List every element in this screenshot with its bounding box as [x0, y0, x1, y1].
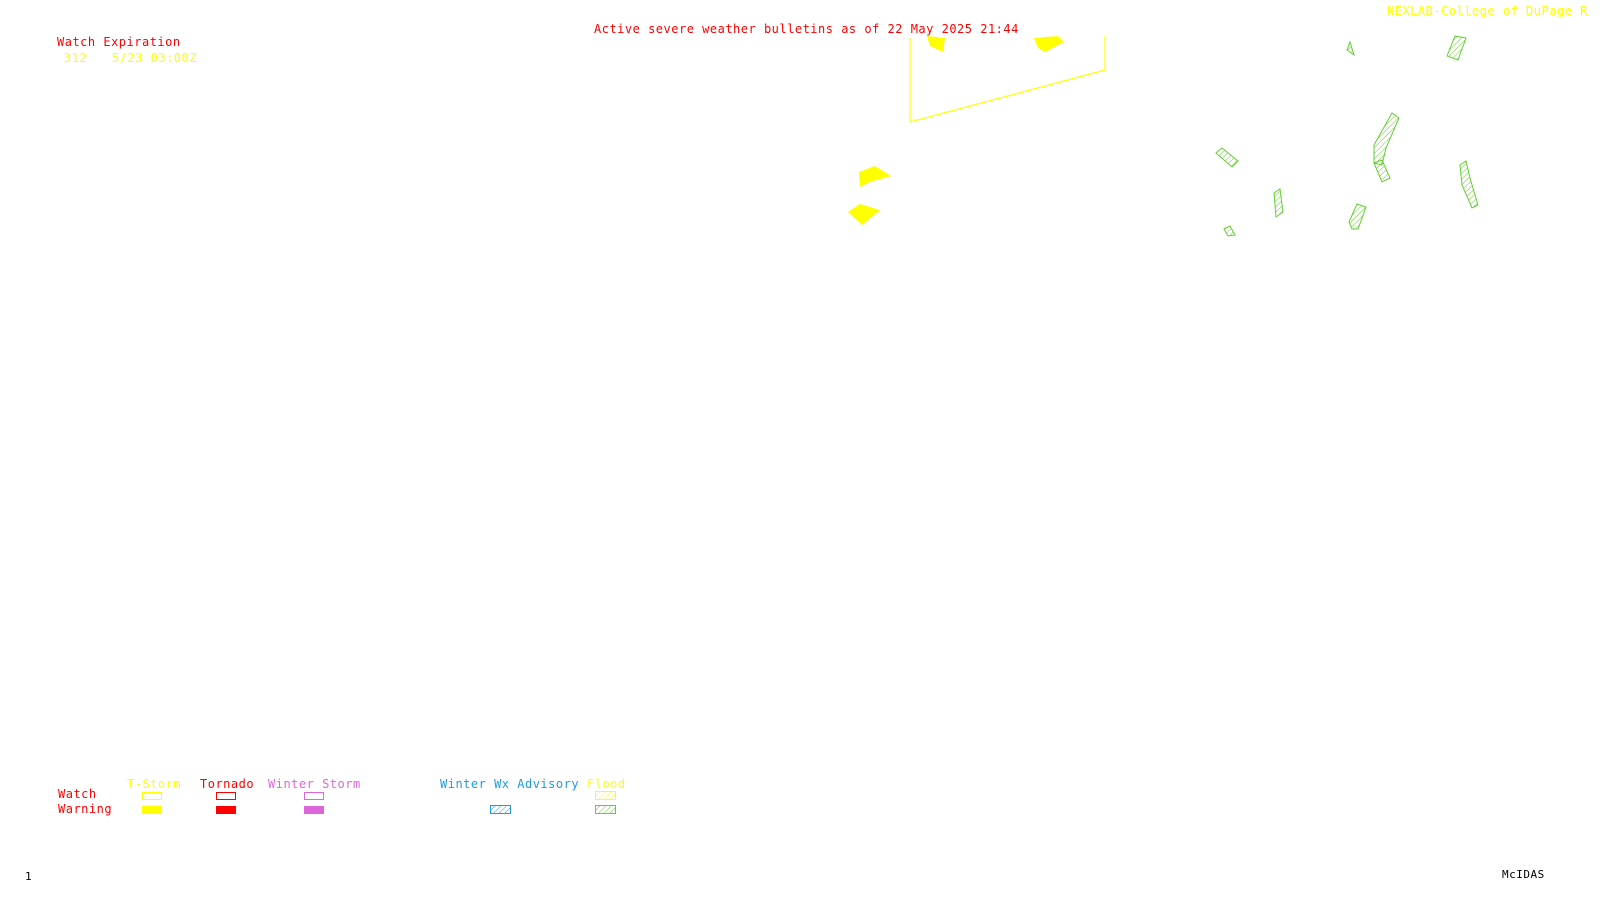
flood-warning-area — [1273, 188, 1284, 218]
frame-number: 1 — [25, 870, 33, 883]
flood-warning-area — [1346, 40, 1355, 57]
legend-watch-label: Watch — [58, 787, 97, 801]
tstorm-warning-area — [1034, 36, 1064, 52]
legend-tornado-label: Tornado — [200, 777, 255, 791]
legend-tstorm-label: T-Storm — [127, 777, 182, 791]
flood-warning-area — [1215, 147, 1239, 168]
legend-tstorm-warning-swatch — [142, 806, 162, 814]
flood-warning-area — [1373, 159, 1391, 183]
legend-tstorm-watch-swatch — [142, 792, 162, 800]
flood-warning-area — [1223, 225, 1236, 237]
legend-flood-watch-swatch — [595, 791, 616, 800]
tstorm-warning-area — [848, 204, 880, 225]
flood-warning-area — [1348, 203, 1367, 230]
legend-flood-warning-swatch — [595, 805, 616, 814]
legend-winter-wx-advisory-swatch — [490, 805, 511, 814]
legend-winter-wx-advisory-label: Winter Wx Advisory — [440, 777, 580, 791]
tstorm-watch-outline — [909, 36, 1106, 123]
software-label: McIDAS — [1502, 868, 1545, 881]
flood-warning-area — [1459, 160, 1479, 209]
credit-label: NEXLAB-College of DuPage R — [1387, 4, 1588, 18]
legend-tornado-warning-swatch — [216, 806, 236, 814]
flood-warning-area — [1373, 112, 1400, 166]
legend-flood-label: Flood — [587, 777, 626, 791]
legend-winter-storm-label: Winter Storm — [268, 777, 361, 791]
legend-tornado-watch-swatch — [216, 792, 236, 800]
legend-winter-storm-watch-swatch — [304, 792, 324, 800]
tstorm-warning-area — [927, 36, 945, 52]
bulletin-title: Active severe weather bulletins as of 22… — [594, 22, 1019, 36]
legend-winter-storm-warning-swatch — [304, 806, 324, 814]
watch-expiration-heading: Watch Expiration — [57, 35, 181, 49]
legend-warning-label: Warning — [58, 802, 113, 816]
flood-warning-area — [1446, 35, 1467, 61]
watch-number: 312 — [64, 51, 88, 65]
tstorm-warning-area — [859, 166, 891, 187]
watch-expiration-time: 5/23 03:00Z — [112, 51, 197, 65]
